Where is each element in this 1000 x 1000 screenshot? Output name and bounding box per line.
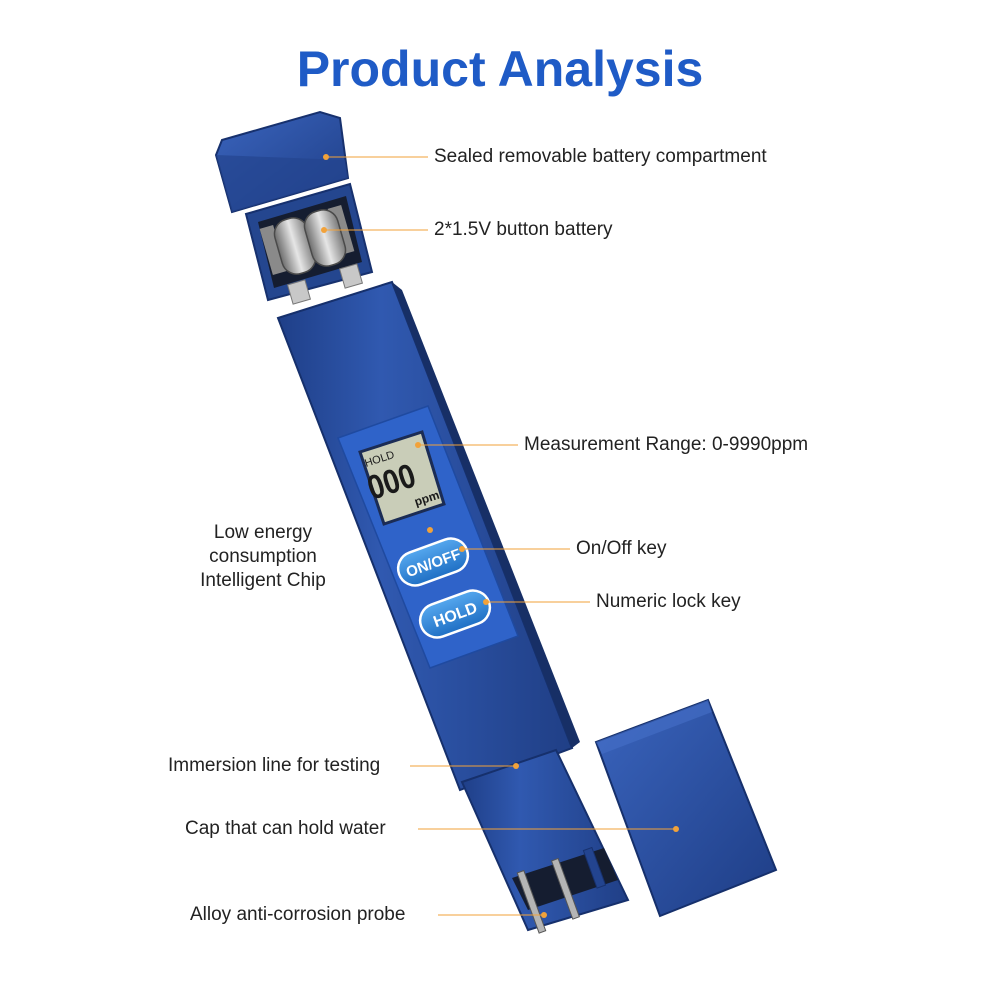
callout-numeric-lock-key: Numeric lock key (596, 591, 741, 612)
probe-icon (516, 846, 607, 934)
leader-lines (324, 156, 676, 916)
battery-cap (214, 110, 350, 214)
hold-button[interactable]: HOLD (415, 586, 494, 643)
callout-probe: Alloy anti-corrosion probe (190, 904, 406, 925)
leader-dots (321, 154, 679, 918)
callout-chip-line2: consumption (209, 546, 317, 567)
callout-on-off-key: On/Off key (576, 538, 667, 559)
callout-chip-line1: Low energy (213, 522, 313, 543)
callout-immersion-line: Immersion line for testing (168, 755, 381, 776)
battery-contact (338, 263, 364, 289)
battery-contact (286, 279, 312, 305)
button-battery-icon (273, 209, 347, 275)
callout-intelligent-chip: Low energy consumption Intelligent Chip (168, 521, 358, 593)
callout-chip-line3: Intelligent Chip (200, 570, 326, 591)
page-title: Product Analysis (296, 41, 704, 97)
probe-housing (460, 748, 630, 932)
callout-battery: 2*1.5V button battery (434, 219, 613, 240)
water-cap (594, 698, 778, 918)
callout-measurement-range: Measurement Range: 0-9990ppm (524, 434, 809, 455)
callout-battery-compartment: Sealed removable battery compartment (434, 146, 767, 167)
callout-cap: Cap that can hold water (185, 818, 386, 839)
lcd-screen: HOLD 000 ppm (358, 430, 446, 526)
